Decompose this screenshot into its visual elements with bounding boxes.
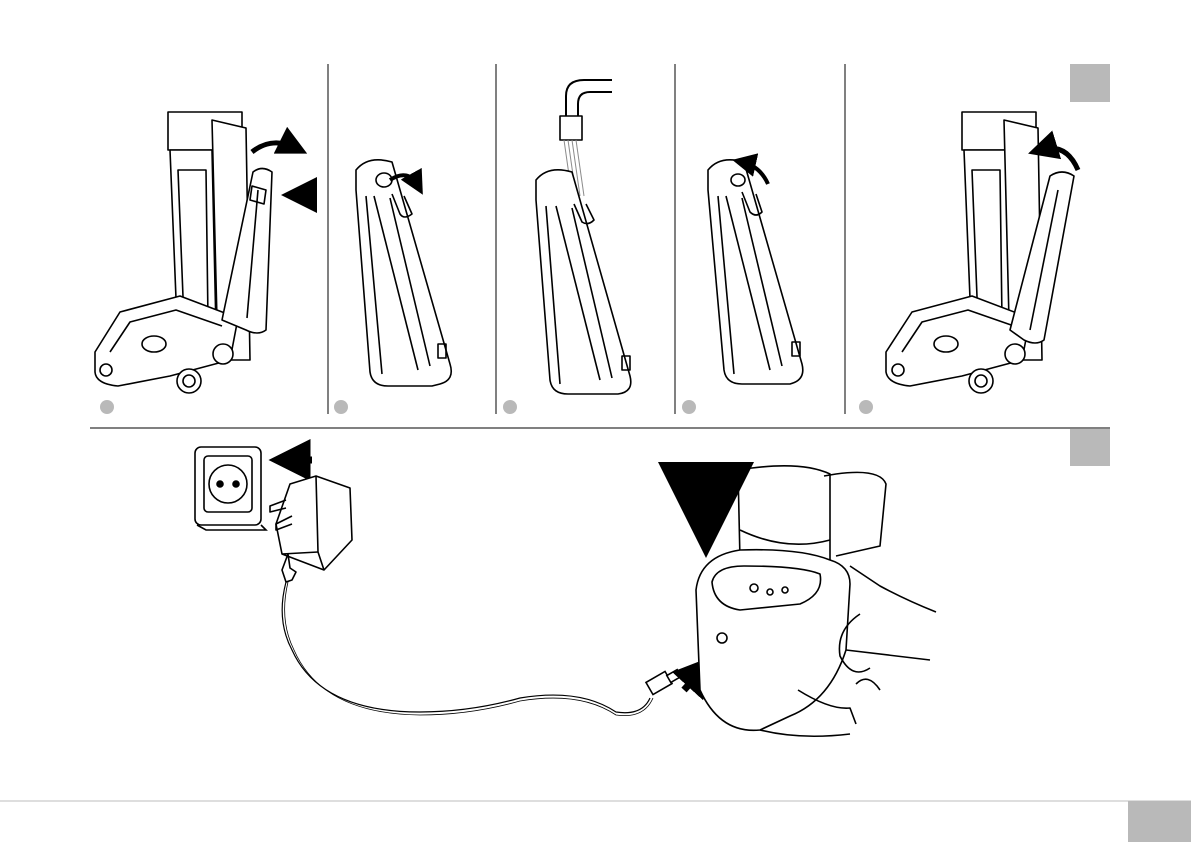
charging-cable [282, 582, 650, 713]
section-marker-top [1070, 64, 1110, 102]
step-marker-3 [503, 400, 517, 414]
section-marker-bottom [1070, 429, 1110, 466]
step-marker-2 [334, 400, 348, 414]
vacuum-illustration-step1 [95, 112, 316, 393]
top-section [95, 64, 1110, 414]
bottom-section [195, 429, 1110, 736]
dc-plug [646, 670, 681, 695]
step-marker-5 [859, 400, 873, 414]
tank-filling [536, 80, 631, 394]
tank-open-cap [356, 160, 451, 386]
power-adapter [270, 476, 352, 582]
wall-socket [195, 447, 266, 530]
page-number-tab [1128, 801, 1191, 842]
footer [0, 801, 1191, 842]
charging-base [696, 466, 936, 736]
step-marker-1 [100, 400, 114, 414]
vacuum-illustration-step5 [886, 112, 1078, 393]
tank-close-cap [708, 160, 803, 384]
step-markers [100, 400, 873, 414]
step-marker-4 [682, 400, 696, 414]
